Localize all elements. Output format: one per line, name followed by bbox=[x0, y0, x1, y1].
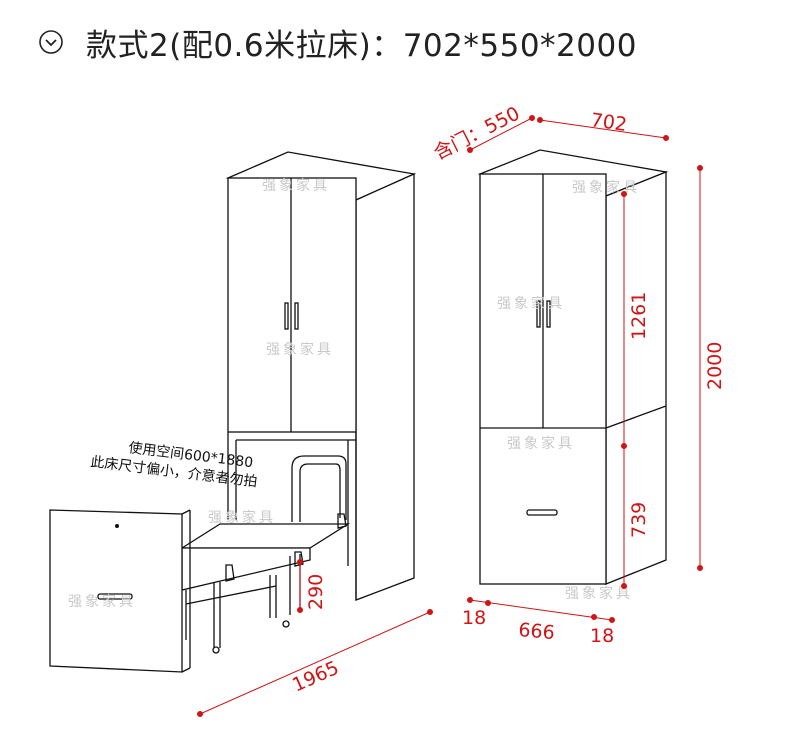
side-left-label: 18 bbox=[462, 607, 486, 629]
watermark: 强象家具 bbox=[262, 177, 330, 194]
dimension-lines bbox=[197, 115, 703, 717]
bed-height-label: 290 bbox=[305, 574, 327, 610]
lower-height-label: 739 bbox=[628, 502, 650, 538]
depth-label: 含门：550 bbox=[430, 103, 523, 165]
page-title: 款式2(配0.6米拉床)：702*550*2000 bbox=[86, 27, 637, 64]
watermark: 强象家具 bbox=[565, 585, 633, 602]
watermark: 强象家具 bbox=[497, 295, 565, 312]
watermark: 强象家具 bbox=[572, 179, 640, 196]
watermark: 强象家具 bbox=[208, 509, 276, 526]
watermark-group: 强象家具 强象家具 强象家具 强象家具 强象家具 强象家具 强象家具 强象家具 bbox=[68, 177, 640, 610]
cabinet-closed-drawing bbox=[477, 149, 669, 585]
watermark: 强象家具 bbox=[266, 341, 334, 358]
side-right-label: 18 bbox=[590, 625, 614, 647]
watermark: 强象家具 bbox=[507, 435, 575, 452]
header: 款式2(配0.6米拉床)：702*550*2000 bbox=[38, 20, 637, 64]
cabinet-with-bed-drawing bbox=[49, 151, 417, 673]
watermark: 强象家具 bbox=[68, 593, 136, 610]
chevron-down-circle-icon[interactable] bbox=[38, 29, 64, 55]
upper-height-label: 1261 bbox=[628, 292, 650, 340]
total-height-label: 2000 bbox=[704, 342, 726, 390]
width-label: 702 bbox=[589, 109, 628, 136]
inner-width-label: 666 bbox=[518, 619, 556, 644]
